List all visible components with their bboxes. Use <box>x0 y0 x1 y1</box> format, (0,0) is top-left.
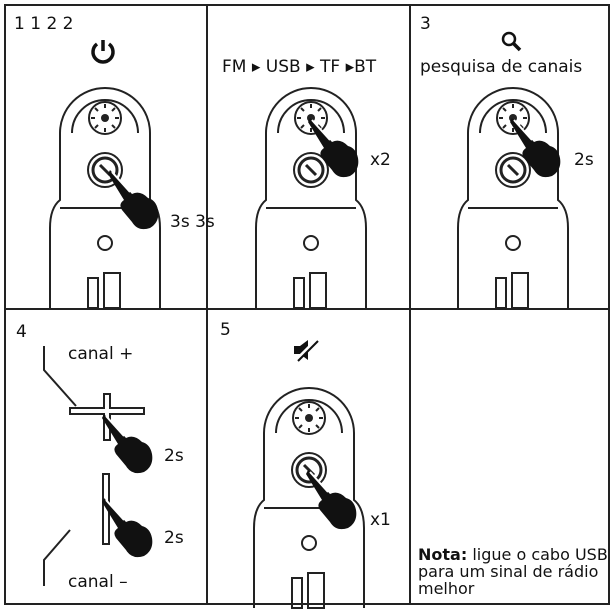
divider <box>4 308 610 310</box>
radio-device <box>254 86 368 310</box>
channel-buttons <box>43 346 145 586</box>
mute-icon <box>294 338 319 362</box>
hold-duration-label: 2s <box>164 446 184 466</box>
divider <box>409 4 411 605</box>
pressing-hand <box>307 117 360 179</box>
step-number: 3 <box>420 14 431 34</box>
channel-up-label: canal + <box>68 344 134 364</box>
mode-sequence-label: FM ▸ USB ▸ TF ▸BT <box>222 57 377 77</box>
step-number: 5 <box>220 320 231 340</box>
pressing-hand <box>101 413 154 475</box>
hold-duration-label: 2s <box>164 528 184 548</box>
scan-channels-label: pesquisa de canais <box>420 57 583 77</box>
pressing-hand <box>509 117 562 179</box>
divider <box>206 4 208 605</box>
hold-duration-label: 2s <box>574 150 594 170</box>
note-text: ligue o cabo USB para um sinal de rádio … <box>418 545 608 598</box>
search-icon <box>501 31 522 52</box>
press-count-label: x2 <box>370 150 391 170</box>
pressing-hand <box>101 497 154 559</box>
power-icon <box>91 40 115 64</box>
radio-device <box>456 86 570 310</box>
press-count-label: x1 <box>370 510 391 530</box>
step-number: 1 1 2 2 <box>14 14 74 34</box>
channel-down-label: canal – <box>68 572 128 592</box>
usb-note: Nota: ligue o cabo USB para um sinal de … <box>418 546 608 597</box>
pressing-hand <box>107 169 160 231</box>
hold-duration-label: 3s 3s <box>170 212 215 232</box>
note-heading: Nota: <box>418 545 468 564</box>
step-number: 4 <box>16 322 27 342</box>
pressing-hand <box>305 469 358 531</box>
